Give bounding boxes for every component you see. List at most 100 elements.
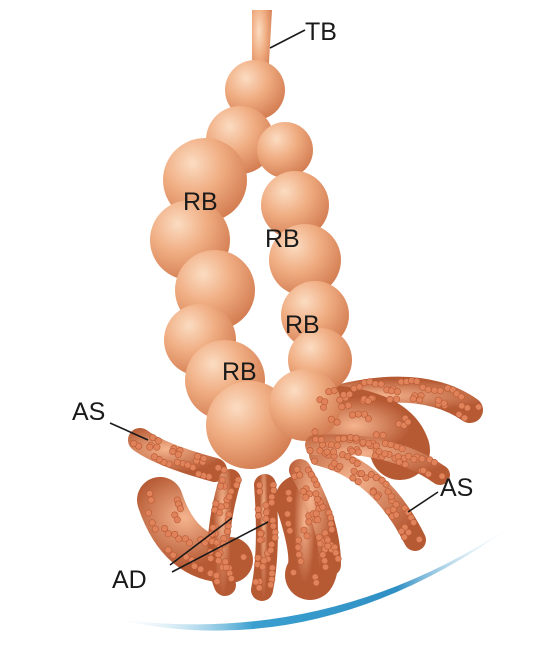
label-as-left: AS — [72, 398, 105, 426]
alveolus-dot — [233, 482, 239, 488]
alveolus-dot — [256, 488, 262, 494]
alveolus-dot — [313, 580, 319, 586]
alveolus-dot — [306, 519, 312, 525]
alveolus-dot — [240, 554, 246, 560]
alveolus-dot — [341, 435, 347, 441]
alveolus-dot — [388, 441, 394, 447]
alveolus-dot — [195, 453, 201, 459]
alveolus-dot — [363, 475, 369, 481]
alveolus-dot — [311, 458, 317, 464]
alveolus-dot — [285, 521, 291, 527]
alveolus-dot — [155, 438, 161, 444]
alveolus-dot — [339, 404, 345, 410]
alveolus-dot — [353, 435, 359, 441]
alveolus-dot — [402, 461, 408, 467]
alveolus-dot — [328, 416, 334, 422]
alveolus-dot — [405, 419, 411, 425]
alveolus-dot — [435, 397, 441, 403]
alveolus-dot — [201, 455, 207, 461]
alveolus-dot — [268, 541, 274, 547]
alveolus-dot — [431, 459, 437, 465]
alveolus-dot — [228, 575, 234, 581]
alveolus-dot — [165, 547, 171, 553]
alveolus-dot — [295, 537, 301, 543]
alveolus-dot — [318, 436, 324, 442]
alveolus-dot — [131, 440, 137, 446]
alveolus-dot — [174, 459, 180, 465]
alveolus-dot — [396, 459, 402, 465]
alveolus-dot — [314, 496, 320, 502]
alveolus-dot — [260, 564, 266, 570]
alveolus-dot — [215, 551, 221, 557]
alveolus-dot — [355, 449, 361, 455]
alveolus-dot — [387, 396, 393, 402]
alveolus-dot — [373, 474, 379, 480]
alveolus-dot — [165, 531, 171, 537]
alveolus-dot — [431, 387, 437, 393]
alveolus-dot — [149, 520, 155, 526]
alveolus-dot — [300, 488, 306, 494]
alveolus-dot — [215, 558, 221, 564]
label-rb-4: RB — [222, 358, 257, 386]
alveolus-dot — [176, 536, 182, 542]
alveolus-dot — [272, 535, 278, 541]
alveolus-dot — [286, 496, 292, 502]
alveolus-dot — [322, 564, 328, 570]
alveolus-dot — [269, 570, 275, 576]
alveolus-dot — [416, 397, 422, 403]
alveolus-dot — [284, 511, 290, 517]
alveolus-dot — [355, 411, 361, 417]
alveolus-dot — [219, 477, 225, 483]
alveolus-dot — [221, 467, 227, 473]
alveolus-dot — [186, 540, 192, 546]
alveolus-dot — [177, 506, 183, 512]
alveolus-dot — [416, 536, 422, 542]
alveolus-dot — [314, 482, 320, 488]
label-as-right: AS — [440, 474, 473, 502]
label-ad: AD — [112, 566, 147, 594]
alveolus-dot — [195, 471, 201, 477]
alveolus-dot — [337, 463, 343, 469]
alveolus-dot — [268, 582, 274, 588]
alveolus-dot — [382, 451, 388, 457]
alveolus-dot — [253, 579, 259, 585]
alveolus-dot — [255, 506, 261, 512]
alveolus-dot — [399, 446, 405, 452]
alveolus-dot — [303, 494, 309, 500]
alveolus-dot — [394, 388, 400, 394]
alveolus-dot — [328, 442, 334, 448]
label-rb-2: RB — [265, 225, 300, 253]
alveolus-dot — [263, 510, 269, 516]
alveolus-dot — [213, 572, 219, 578]
alveolus-dot — [145, 510, 151, 516]
alveolus-dot — [393, 396, 399, 402]
alveolus-dot — [147, 444, 153, 450]
alveolus-dot — [355, 479, 361, 485]
alveolus-dot — [441, 400, 447, 406]
alveolus-dot — [312, 574, 318, 580]
alveolus-dot — [255, 555, 261, 561]
alveolus-dot — [287, 528, 293, 534]
alveolus-dot — [295, 544, 301, 550]
alveolus-dot — [147, 490, 153, 496]
alveolus-dot — [366, 441, 372, 447]
alveolus-dot — [270, 523, 276, 529]
alveolus-dot — [383, 481, 389, 487]
alveolus-dot — [170, 552, 176, 558]
label-rb-3: RB — [285, 311, 320, 339]
alveolus-dot — [148, 497, 154, 503]
alveolus-dot — [410, 519, 416, 525]
alveolus-dot — [414, 378, 420, 384]
alveolus-dot — [307, 447, 313, 453]
alveolus-dot — [296, 551, 302, 557]
alveolus-dot — [215, 465, 221, 471]
alveolus-dot — [458, 394, 464, 400]
alveolus-dot — [328, 515, 334, 521]
alveolus-dot — [365, 416, 371, 422]
alveolus-dot — [425, 386, 431, 392]
alveolus-dot — [191, 563, 197, 569]
alveolus-dot — [269, 499, 275, 505]
alveolus-dot — [349, 412, 355, 418]
alveolus-dot — [298, 558, 304, 564]
